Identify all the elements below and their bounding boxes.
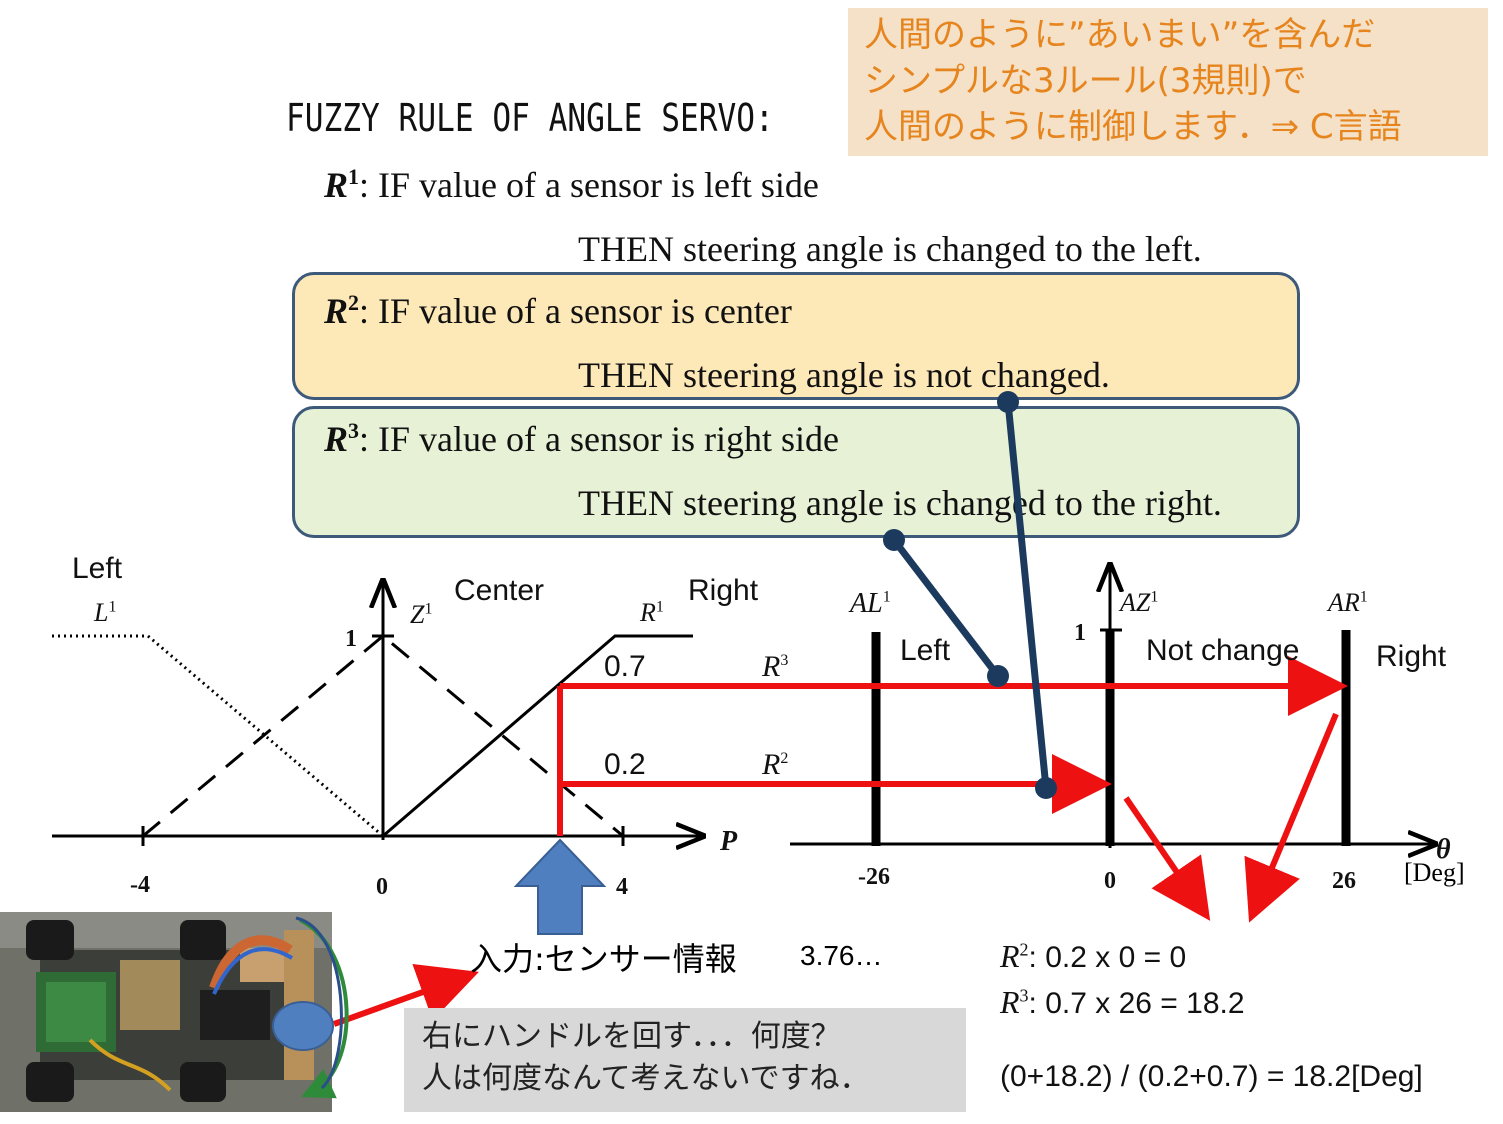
r2-calc: R2: 0.2 x 0 = 0 [1000,938,1187,974]
fuzzy-rule-heading: FUZZY RULE OF ANGLE SERVO: [286,96,774,140]
r3-result-arrow [1244,712,1339,923]
caption-line-1: 右にハンドルを回す．．．何度？ [422,1019,841,1054]
p-axis-label: P [720,826,738,857]
right-label: Right [688,574,759,607]
r2-arrow-label: R2 [762,748,789,781]
note-line-1: 人間のように”あいまい”を含んだ [864,15,1376,55]
rule-1-then: THEN steering angle is changed to the le… [578,229,1202,269]
input-label: 入力:センサー情報 [470,940,737,978]
defuzzification-result: (0+18.2) / (0.2+0.7) = 18.2[Deg] [1000,1060,1423,1093]
r2-degree-value: 0.2 [604,748,646,781]
note-line-3: 人間のように制御します．⇒ C言語 [864,107,1402,147]
ar1-label: AR1 [1328,588,1368,617]
region-not-change-label: Not change [1146,634,1300,667]
rule-3-box [292,406,1300,538]
r2-connector-end [1035,777,1057,799]
x-tick-label-0: 0 [376,874,388,900]
z1-curve [142,634,624,838]
r3-connector-end [987,665,1009,687]
note-line-2: シンプルな3ルール(3規則)で [864,61,1307,101]
rule-2-name: R2 [324,290,360,331]
left-label: Left [72,552,123,585]
theta-tick-label-minus26: -26 [858,864,890,890]
rule-1-if: R1: IF value of a sensor is left side [324,164,819,205]
z1-label: Z1 [410,600,433,629]
rule-1-name: R1 [324,164,360,205]
r3-arrow-label: R3 [762,650,789,683]
input-up-arrow [513,838,607,935]
r1-curve [382,634,693,838]
l1-label: L1 [94,598,117,627]
rule-2-if: R2: IF value of a sensor is center [324,290,792,331]
r2-connector-start [997,391,1019,413]
x-tick-label-4: 4 [616,874,628,900]
r2-connector [1004,401,1050,789]
sensor-to-input-arrow [332,963,479,1027]
right-y-tick-label: 1 [1074,620,1086,646]
center-label: Center [454,574,545,607]
theta-axis-label: θ [1436,834,1451,865]
region-right-label: Right [1376,640,1447,673]
r2-result-arrow [1123,796,1211,921]
steering-point-marker [272,1001,334,1051]
red-projection-lines [332,656,1348,1027]
theta-tick-label-26: 26 [1332,868,1356,894]
l1-curve [52,634,700,838]
fuzzy-explanation-note: 人間のように”あいまい”を含んだ シンプルな3ルール(3規則)で 人間のように制… [848,8,1488,156]
rule-3-if: R3: IF value of a sensor is right side [324,418,839,459]
region-left-label: Left [900,634,951,667]
rule-connectors [883,391,1057,799]
theta-tick-label-0: 0 [1104,868,1116,894]
r3-connector [891,537,1001,679]
robot-car-photo [0,912,349,1112]
rule-3-name: R3 [324,418,360,459]
x-tick-label-minus4: -4 [130,872,150,898]
input-value: 3.76… [800,940,883,971]
left-y-tick-label: 1 [345,626,357,652]
r3-calc: R3: 0.7 x 26 = 18.2 [1000,984,1245,1020]
unit-label: [Deg] [1404,858,1465,887]
rule-3-then: THEN steering angle is changed to the ri… [578,483,1222,523]
r1-label: R1 [640,598,664,627]
steering-question-caption: 右にハンドルを回す．．．何度？ 人は何度なんて考えないですね． [404,1008,966,1112]
caption-line-2: 人は何度なんて考えないですね． [422,1061,870,1096]
rule-2-then: THEN steering angle is not changed. [578,355,1110,395]
left-membership-chart [52,584,700,846]
r3-degree-value: 0.7 [604,650,646,683]
rule-2-box [292,272,1300,400]
al1-label: AL1 [850,588,891,619]
r3-connector-start [883,529,905,551]
az1-label: AZ1 [1120,588,1159,617]
